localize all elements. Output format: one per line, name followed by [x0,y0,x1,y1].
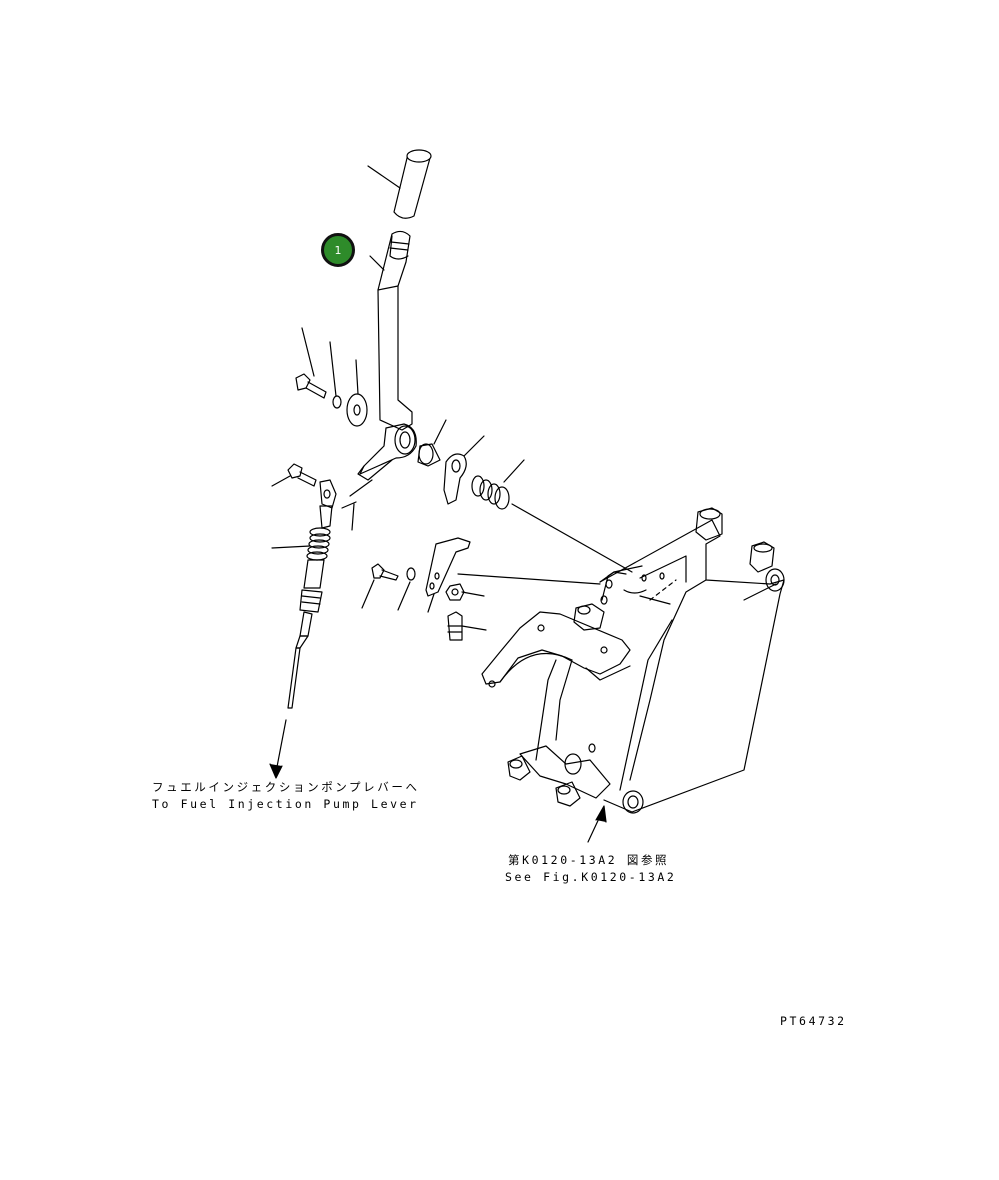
drawing-number: PT64732 [780,1014,847,1028]
lever-knob [368,150,431,218]
lever-hub [350,424,416,496]
callout-1-number: 1 [334,243,342,257]
fuel-pump-label-english: To Fuel Injection Pump Lever [152,797,419,811]
see-fig-label-japanese: 第K0120-13A2 図参照 [508,853,670,867]
bracket-bolt-set [362,564,415,610]
main-frame-bracket [482,508,784,813]
control-cable [272,506,332,708]
see-fig-arrow [588,806,606,842]
callout-1-button[interactable]: 1 [321,233,355,267]
fuel-pump-arrow [270,720,286,778]
bolt-and-washers [296,328,367,426]
control-lever [370,231,412,430]
fuel-pump-label-japanese: フュエルインジェクションポンプレバーへ [152,780,420,794]
angle-bracket [426,538,600,612]
nut-and-bolt [446,584,486,640]
rod-end-clevis [272,464,356,530]
bushing [418,420,446,466]
see-fig-label-english: See Fig.K0120-13A2 [505,870,677,884]
clip-plate [444,436,484,504]
return-spring [472,460,632,572]
